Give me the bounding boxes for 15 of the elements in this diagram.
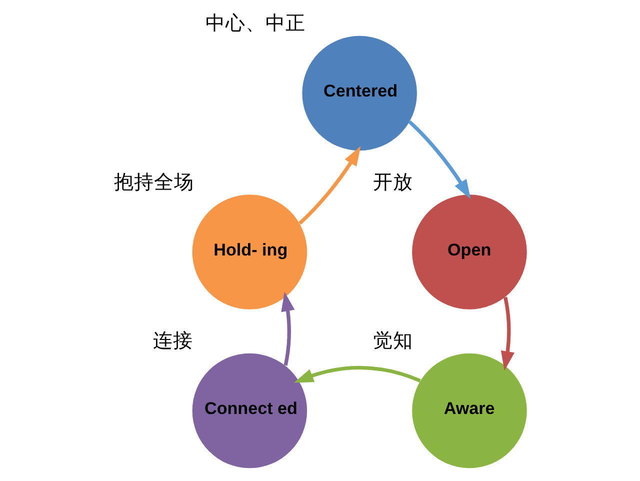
arrow <box>500 296 514 370</box>
node-label: 抱持全场 <box>114 170 194 193</box>
node-label: 开放 <box>372 170 413 193</box>
arrow <box>293 365 420 382</box>
node-label: 中心、中正 <box>205 12 306 34</box>
node-circle: Connect ed <box>192 352 307 468</box>
node-circle: Aware <box>412 352 526 468</box>
arrow <box>298 146 360 224</box>
node-circle: Centered <box>302 35 416 150</box>
node-label: 连接 <box>152 329 193 352</box>
node-label: 觉知 <box>372 329 413 352</box>
arrow <box>408 120 470 199</box>
arrow <box>280 291 294 366</box>
node-circle: Hold- ing <box>192 194 307 309</box>
node-circle: Open <box>412 194 526 309</box>
